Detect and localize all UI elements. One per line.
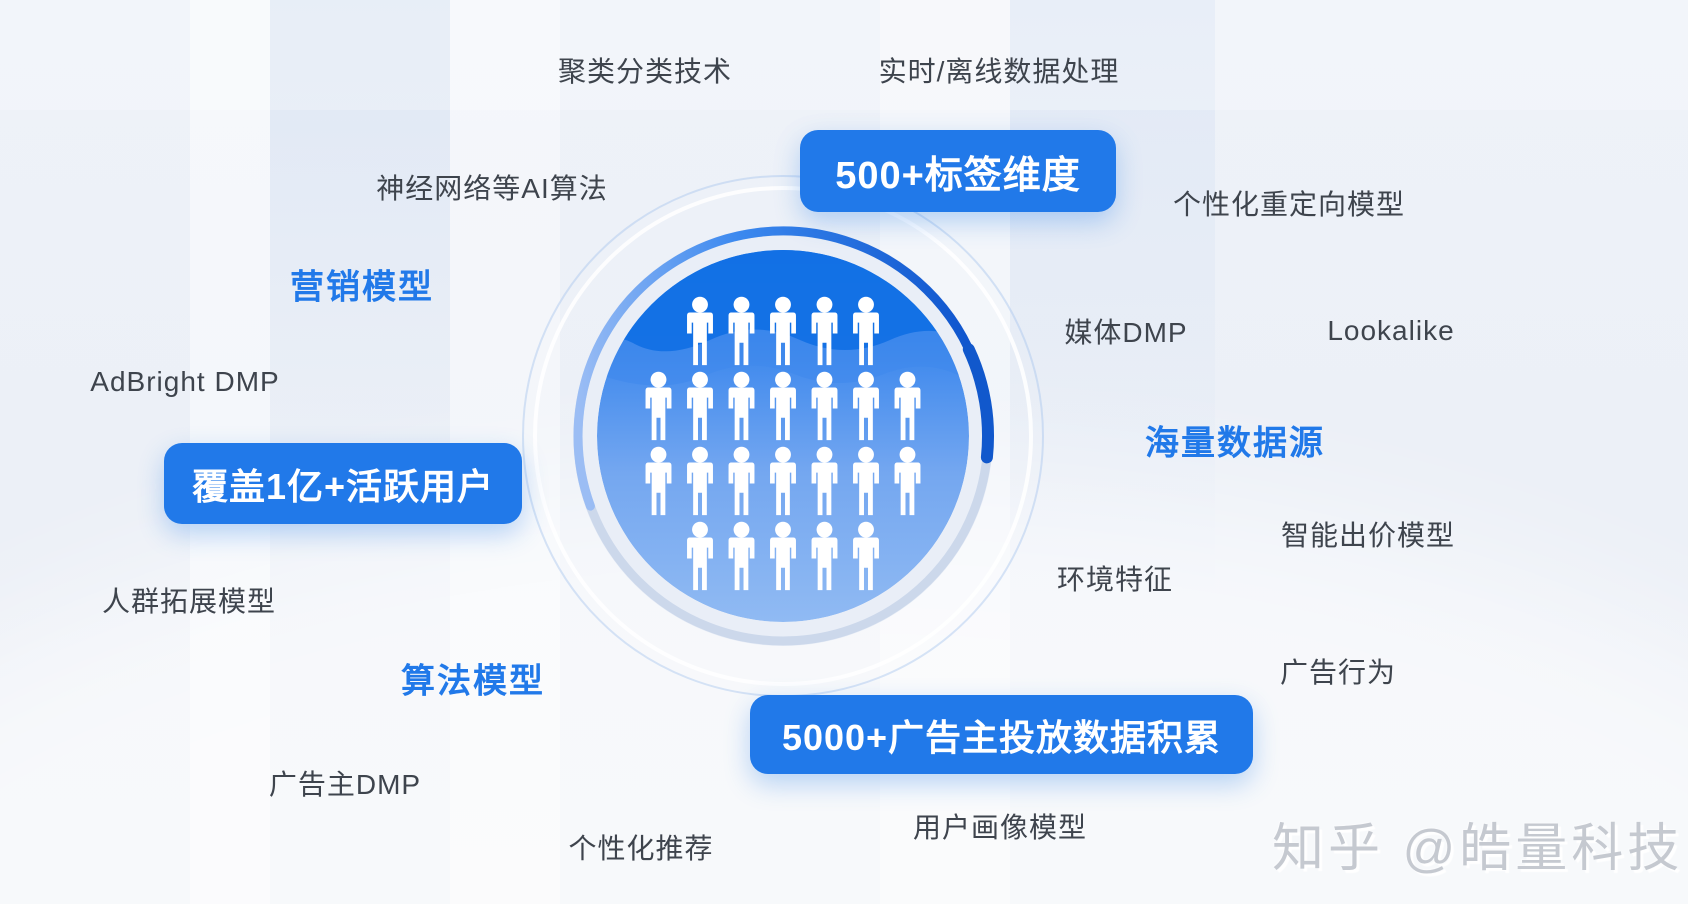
audience-circle xyxy=(597,250,969,622)
label-recommendation: 个性化推荐 xyxy=(568,833,714,864)
label-adbright-dmp: AdBright DMP xyxy=(90,366,280,397)
category-algorithm-model: 算法模型 xyxy=(401,662,545,701)
bg-stripe xyxy=(0,0,1688,110)
label-audience-expansion: 人群拓展模型 xyxy=(101,586,277,617)
label-advertiser-dmp: 广告主DMP xyxy=(268,769,422,800)
label-media-dmp: 媒体DMP xyxy=(1064,317,1188,348)
label-ad-behavior: 广告行为 xyxy=(1279,657,1397,688)
label-clustering: 聚类分类技术 xyxy=(557,56,733,87)
label-smart-bidding: 智能出价模型 xyxy=(1280,520,1456,551)
outer-faint-ring xyxy=(533,186,1033,686)
badge-advertiser-data: 5000+广告主投放数据积累 xyxy=(750,695,1253,774)
label-retargeting-model: 个性化重定向模型 xyxy=(1172,189,1406,220)
bg-stripe xyxy=(270,0,450,500)
label-lookalike: Lookalike xyxy=(1327,315,1455,346)
label-environment-features: 环境特征 xyxy=(1056,564,1174,595)
badge-active-users: 覆盖1亿+活跃用户 xyxy=(164,443,522,524)
label-realtime-processing: 实时/离线数据处理 xyxy=(878,56,1120,87)
badge-tag-dimensions: 500+标签维度 xyxy=(800,130,1116,212)
label-user-profile: 用户画像模型 xyxy=(912,812,1088,843)
progress-arc-end xyxy=(962,343,995,464)
label-neural-ai: 神经网络等AI算法 xyxy=(376,173,608,204)
zhihu-watermark: 知乎 @皓量科技 xyxy=(1272,820,1684,878)
category-marketing-model: 营销模型 xyxy=(290,268,434,307)
audience-circle-graphic xyxy=(522,175,1044,697)
category-data-sources: 海量数据源 xyxy=(1145,424,1325,463)
